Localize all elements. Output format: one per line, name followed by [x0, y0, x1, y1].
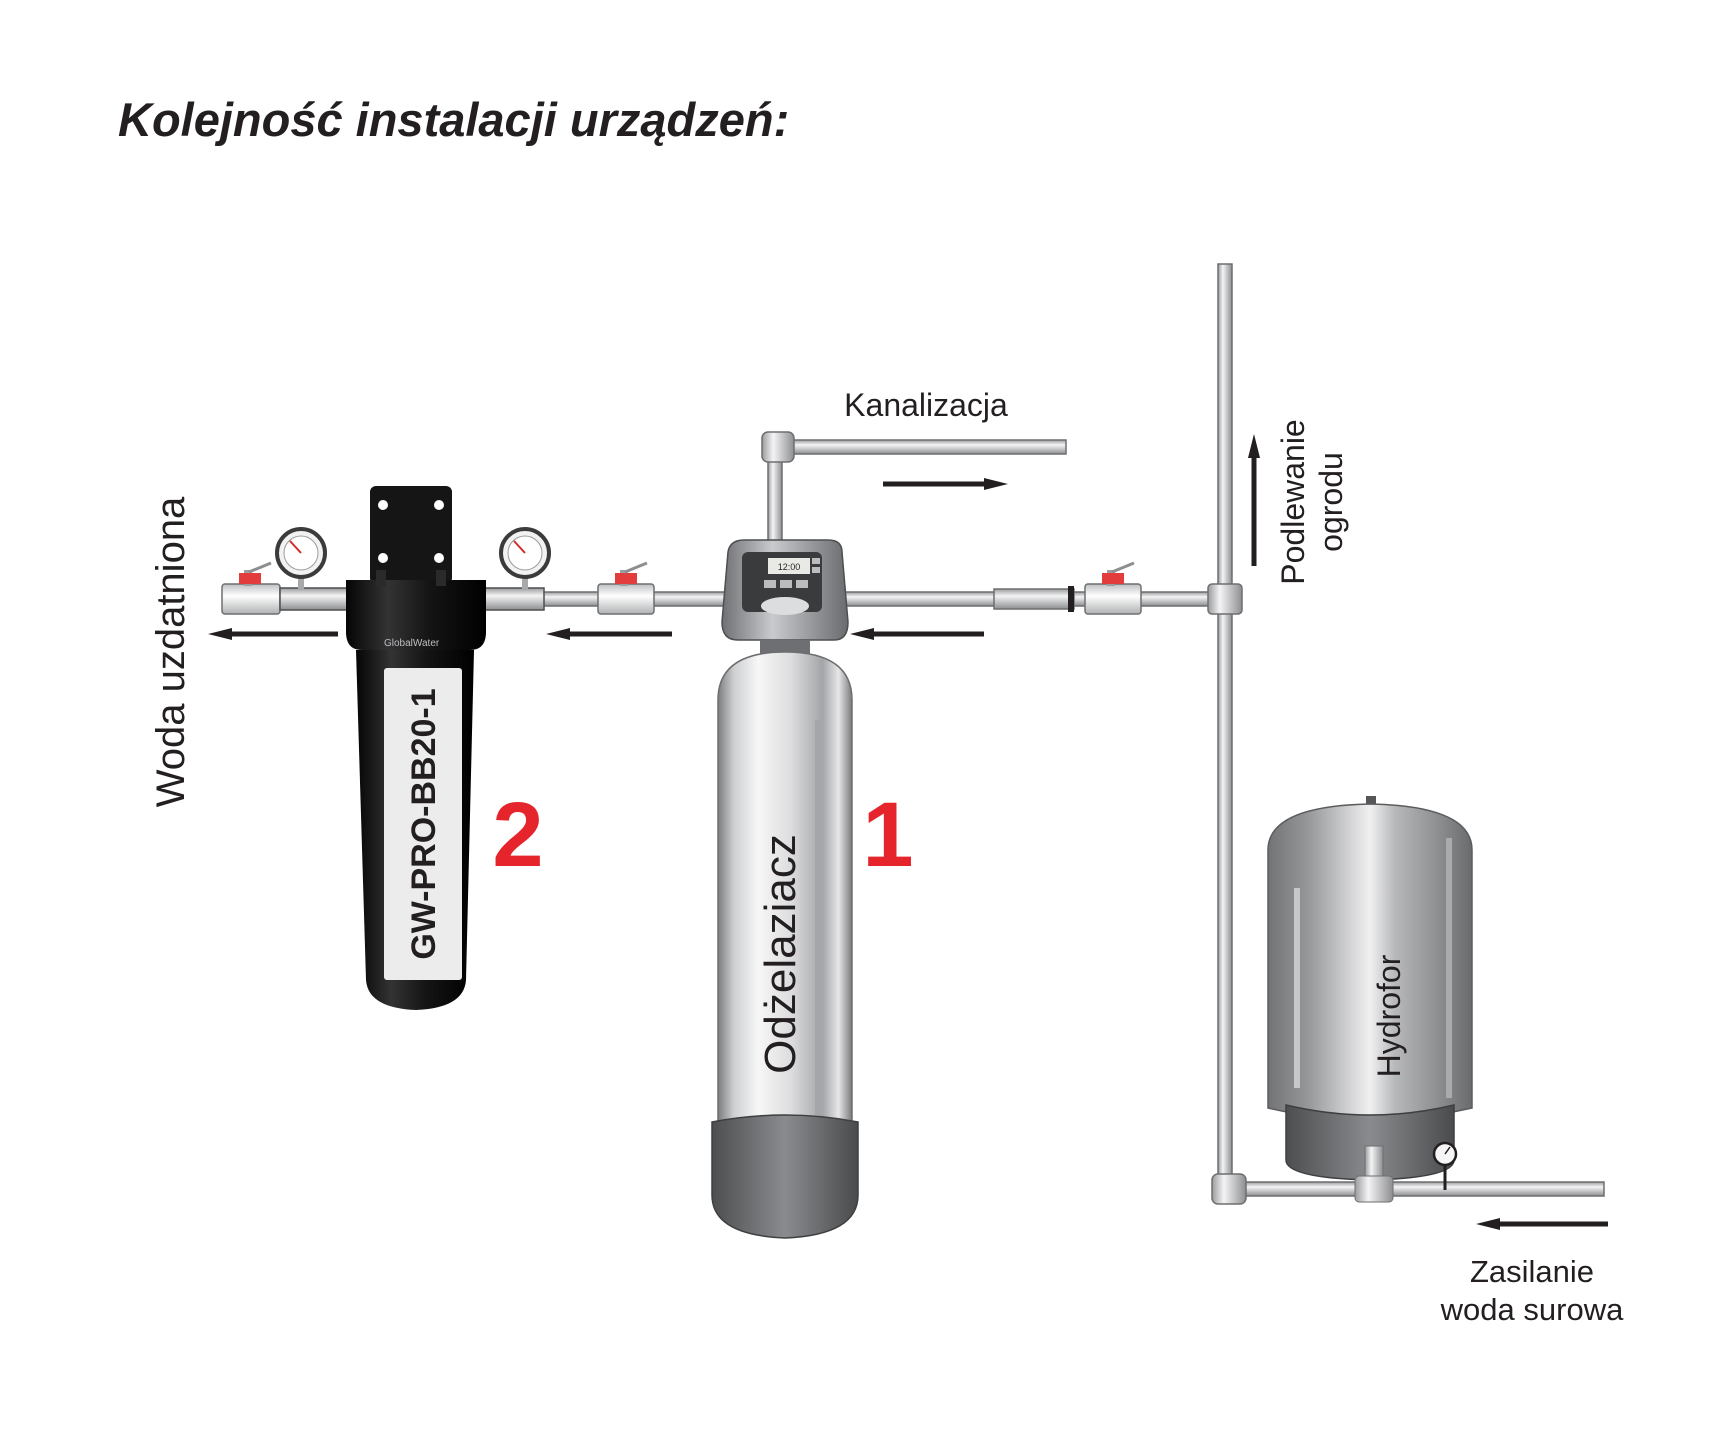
iron-remover-label: Odżelaziacz [756, 834, 805, 1074]
drain-elbow [761, 431, 795, 463]
supply-pipe [1221, 1181, 1605, 1197]
riser-pipe [1217, 263, 1233, 1190]
control-display-time: 12:00 [778, 562, 801, 572]
label-woda-uzdatniona: Woda uzdatniona [149, 496, 193, 807]
ball-valve-left[interactable] [221, 561, 281, 615]
label-kanalizacja: Kanalizacja [844, 387, 1008, 423]
iron-remover-base [711, 1114, 859, 1239]
arrow-drain [883, 478, 1008, 490]
drain-pipe-horizontal [775, 439, 1067, 455]
flow-arrows [208, 434, 1608, 1230]
filter-brand: GlobalWater [384, 638, 440, 649]
control-display [768, 558, 810, 574]
mounting-bracket [370, 486, 452, 584]
arrow-treated-out [208, 628, 338, 640]
pipe-coupling [993, 588, 1075, 610]
filter-model-label: GW-PRO-BB20-1 [405, 688, 443, 959]
label-podlewanie: Podlewanie ogrodu [1275, 419, 1349, 584]
label-podlewanie-line1: Podlewanie [1275, 419, 1311, 584]
control-button[interactable] [796, 580, 808, 588]
control-button[interactable] [764, 580, 776, 588]
riser-tee [1207, 583, 1243, 615]
step-number-1: 1 [862, 784, 913, 886]
label-zasilanie-line1: Zasilanie [1470, 1254, 1594, 1289]
filter-housing: GlobalWater GW-PRO-BB20-1 [275, 486, 551, 1010]
pressure-gauge-right [499, 527, 551, 590]
step-number-2: 2 [492, 784, 543, 886]
pressure-tank: Hydrofor [1267, 796, 1473, 1203]
pipe-network [539, 263, 1605, 1205]
pressure-gauge-left [275, 527, 327, 590]
pressure-tank-label: Hydrofor [1371, 954, 1407, 1077]
ball-valve-middle[interactable] [597, 561, 655, 615]
arrow-supply [1476, 1218, 1608, 1230]
label-zasilanie-line2: woda surowa [1440, 1292, 1624, 1327]
label-podlewanie-line2: ogrodu [1313, 452, 1349, 552]
bottom-elbow [1211, 1173, 1247, 1205]
control-button[interactable] [780, 580, 792, 588]
arrow-main-middle [546, 628, 672, 640]
filter-label-sticker [384, 668, 462, 980]
arrow-main-right [850, 628, 984, 640]
ball-valve-right[interactable] [1084, 561, 1142, 615]
pressure-tank-gauge [1432, 1141, 1458, 1190]
page-title: Kolejność instalacji urządzeń: [118, 93, 790, 146]
arrow-garden [1248, 434, 1260, 566]
iron-remover: 12:00 Odżelaziacz [711, 539, 859, 1239]
